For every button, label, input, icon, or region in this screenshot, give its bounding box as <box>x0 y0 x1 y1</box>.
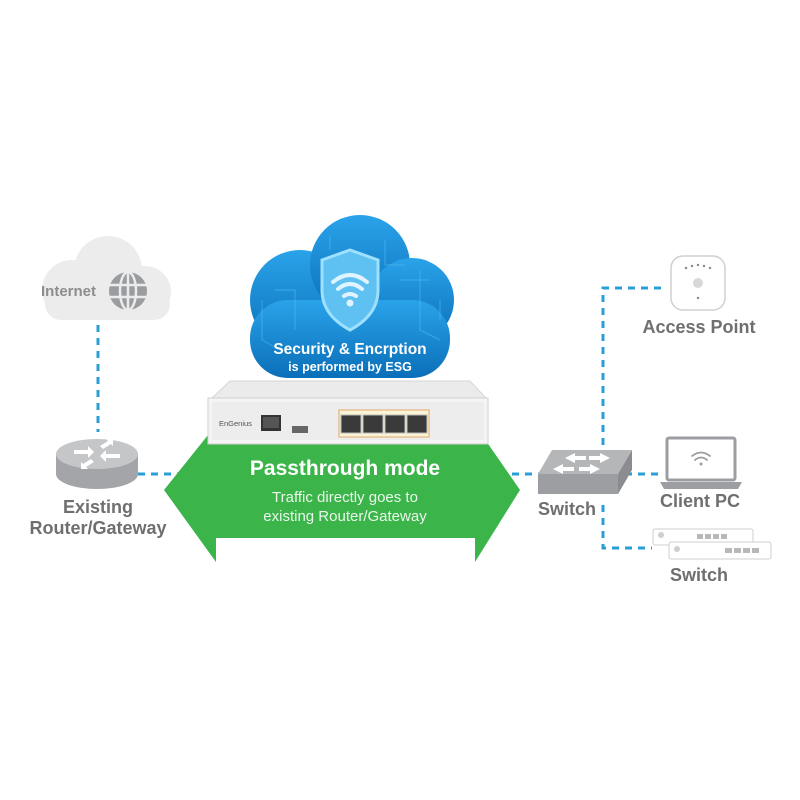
client-pc-label: Client PC <box>659 491 740 511</box>
lan-port-1 <box>340 414 362 434</box>
lan-port-3 <box>384 414 406 434</box>
switch-stack-label: Switch <box>669 565 728 585</box>
lan-port-4 <box>406 414 428 434</box>
cloud-subtitle: is performed by ESG <box>288 360 412 374</box>
switch-center-label: Switch <box>537 499 596 519</box>
mode-description-line-1: Traffic directly goes to <box>272 489 418 506</box>
access-point-label: Access Point <box>642 317 756 337</box>
usb-port <box>292 426 308 433</box>
lan-port-2 <box>362 414 384 434</box>
wan-port <box>261 415 281 431</box>
mode-description: Traffic directly goes to existing Router… <box>175 488 515 526</box>
green-double-arrow <box>164 425 520 562</box>
router-label-line-2: Router/Gateway <box>29 518 167 538</box>
shield-wifi-icon <box>320 248 380 332</box>
mode-title: Passthrough mode <box>249 457 441 480</box>
mode-description-line-2: existing Router/Gateway <box>263 508 427 525</box>
globe-icon <box>109 270 147 312</box>
cloud-title: Security & Encrption <box>273 341 427 358</box>
link-switch-ap <box>601 286 662 445</box>
router-label-line-1: Existing <box>62 497 133 517</box>
link-switch-stack <box>601 505 652 550</box>
router-label: Existing Router/Gateway <box>20 497 176 539</box>
device-brand: EnGenius <box>219 419 252 428</box>
internet-label: Internet <box>41 283 97 300</box>
